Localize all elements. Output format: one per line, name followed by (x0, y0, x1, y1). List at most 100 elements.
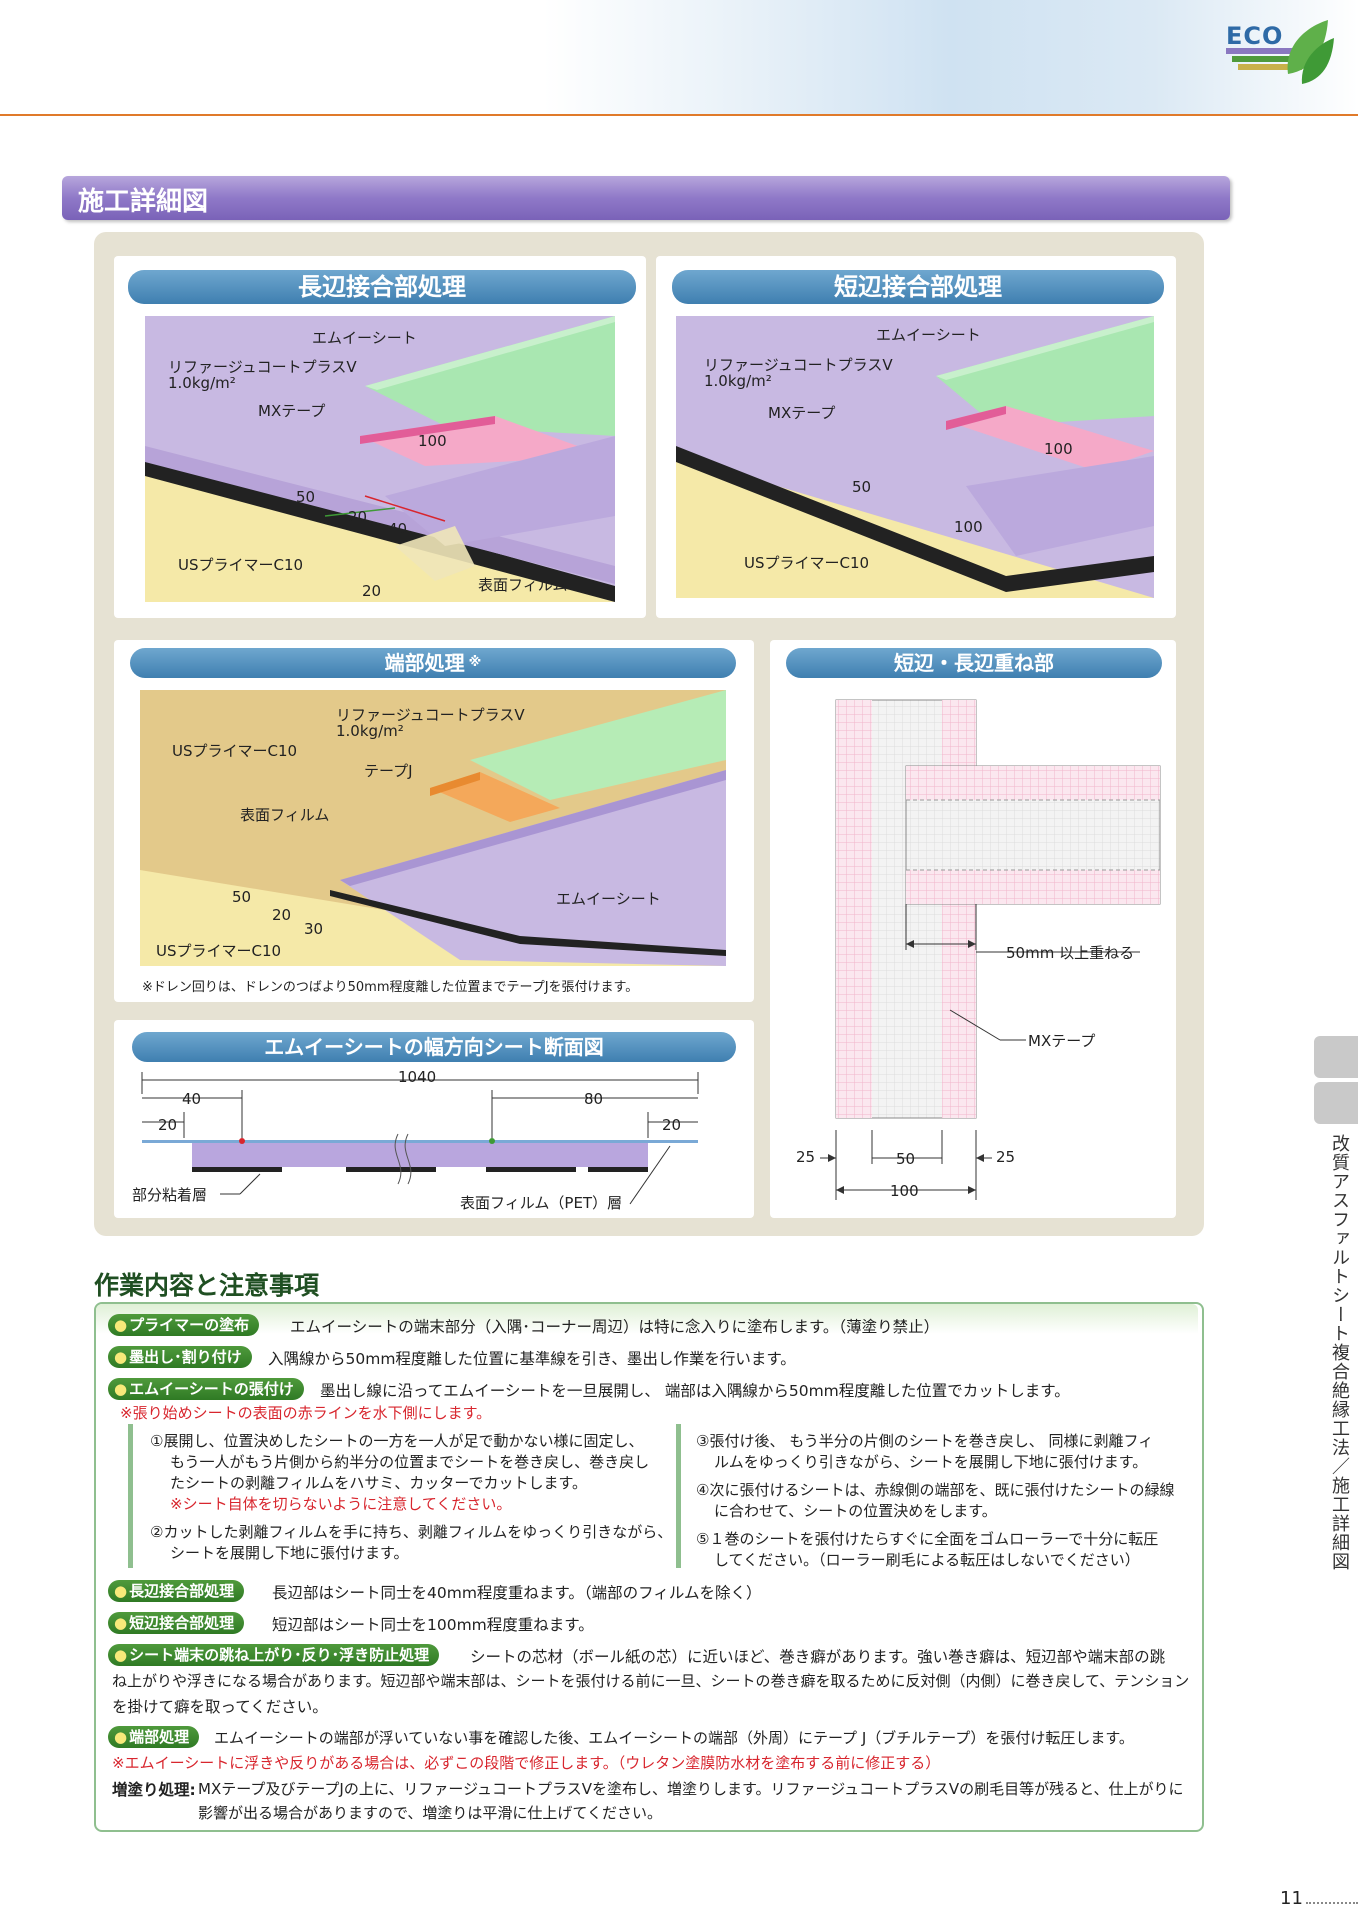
step-left-5: ②カットした剥離フィルムを手に持ち、剥離フィルムをゆっくり引きながら、 (150, 1523, 673, 1541)
short-side-diagram (676, 316, 1154, 598)
dim-30: 30 (304, 920, 324, 938)
step-left-3: たシートの剥離フィルムをハサミ、カッターでカットします。 (170, 1474, 588, 1492)
label-primer-top: USプライマーC10 (172, 742, 298, 760)
eco-logo-icon (1226, 20, 1334, 84)
tag-long: 長辺接合部処理 (108, 1580, 245, 1602)
dim-20: 20 (272, 906, 292, 924)
tag-curl: シート端末の跳ね上がり･反り･浮き防止処理 (108, 1644, 440, 1666)
dim-100-lower: 100 (954, 518, 983, 536)
label-surface-film: 表面フィルム (240, 806, 330, 824)
dim-50: 50 (896, 1150, 916, 1168)
dim-50: 50 (296, 488, 316, 506)
text-curl-1: シートの芯材（ボール紙の芯）に近いほど、巻き癖があります。強い巻き癖は、短辺部や… (470, 1648, 1166, 1666)
notes-band (96, 1304, 1198, 1334)
text-curl-2: ね上がりや浮きになる場合があります。短辺部や端末部は、シートを張付ける前に一旦、… (112, 1672, 1190, 1690)
dim-20: 20 (348, 508, 368, 526)
step-left-1: ①展開し、位置決めしたシートの一方を一人が足で動かない様に固定し、 (150, 1432, 644, 1450)
panel-title-edge: 端部処理※ (130, 648, 736, 678)
cross-section-diagram (141, 1072, 699, 1205)
text-thick-2: 影響が出る場合がありますので、増塗りは平滑に仕上げてください。 (198, 1804, 662, 1822)
tag-short: 短辺接合部処理 (108, 1612, 245, 1634)
step-right-1: ③張付け後、 もう半分の片側のシートを巻き戻し、 同様に剥離フィ (696, 1432, 1154, 1450)
text-primer: エムイーシートの端末部分（入隅･コーナー周辺）は特に念入りに塗布します。（薄塗り… (290, 1318, 940, 1336)
notes-heading: 作業内容と注意事項 (94, 1271, 320, 1300)
label-mx-tape: MXテープ (1028, 1032, 1096, 1050)
dim-20-bottom: 20 (362, 582, 382, 600)
label-surface-film: 表面フィルム (478, 576, 568, 594)
section-title: 施工詳細図 (78, 187, 209, 217)
dim-100: 100 (890, 1182, 919, 1200)
label-mx-tape: MXテープ (768, 404, 836, 422)
step-right-3: ④次に張付けるシートは、赤線側の端部を、既に張付けたシートの緑線 (696, 1481, 1175, 1499)
page-number: 11 (1280, 1888, 1303, 1909)
label-pet-layer: 表面フィルム（PET）層 (460, 1194, 623, 1212)
dim-100: 100 (1044, 440, 1073, 458)
edge-note-mark: ※ (468, 655, 482, 670)
label-sheet: エムイーシート (556, 890, 661, 908)
step-right-5: ⑤１巻のシートを張付けたらすぐに全面をゴムローラーで十分に転圧 (696, 1530, 1159, 1548)
label-coat-rate: 1.0kg/m² (704, 372, 772, 390)
dim-1040: 1040 (398, 1068, 437, 1086)
tag-marking: 墨出し･割り付け (108, 1346, 252, 1368)
overlap-diagram (820, 699, 1161, 1200)
step-right-4: に合わせて、シートの位置決めをします。 (714, 1502, 997, 1520)
label-sheet: エムイーシート (312, 329, 417, 347)
label-primer: USプライマーC10 (178, 556, 304, 574)
label-coat: リファージュコートプラスV (336, 706, 525, 724)
edge-note: ※ドレン回りは、ドレンのつばより50mm程度離した位置までテープJを張付けます。 (142, 980, 639, 995)
dim-50: 50 (232, 888, 252, 906)
label-coat-rate: 1.0kg/m² (168, 374, 236, 392)
dim-40: 40 (182, 1090, 202, 1108)
dim-100: 100 (418, 432, 447, 450)
step-right-2: ルムをゆっくり引きながら、シートを展開し下地に張付けます。 (714, 1453, 1148, 1471)
panel-title-cross-section: エムイーシートの幅方向シート断面図 (132, 1032, 736, 1062)
steps-right-bar (676, 1424, 681, 1568)
page-dots (1306, 1902, 1358, 1904)
text-laying: 墨出し線に沿ってエムイーシートを一旦展開し、 端部は入隅線から50mm程度離した… (320, 1382, 1070, 1400)
panel-title-short-side: 短辺接合部処理 (672, 270, 1164, 304)
text-edge: エムイーシートの端部が浮いていない事を確認した後、エムイーシートの端部（外周）に… (214, 1729, 1134, 1747)
label-coat: リファージュコートプラスV (704, 356, 893, 374)
steps-left-bar (128, 1424, 133, 1568)
text-laying-red: ※張り始めシートの表面の赤ラインを水下側にします。 (120, 1404, 492, 1422)
step-left-6: シートを展開し下地に張付けます。 (170, 1544, 409, 1562)
step-left-2: もう一人がもう片側から約半分の位置までシートを巻き戻し、巻き戻し (170, 1453, 650, 1471)
panel-title-overlap: 短辺・長辺重ね部 (786, 648, 1162, 678)
dim-20-right: 20 (662, 1116, 682, 1134)
text-thick-1: MXテープ及びテープJの上に、リファージュコートプラスVを塗布し、増塗りします。… (198, 1780, 1184, 1798)
header-rule (0, 114, 1358, 116)
text-edge-red: ※エムイーシートに浮きや反りがある場合は、必ずこの段階で修正します。（ウレタン塗… (112, 1754, 941, 1772)
step-left-4: ※シート自体を切らないように注意してください。 (170, 1495, 512, 1513)
label-mx-tape: MXテープ (258, 402, 326, 420)
text-long: 長辺部はシート同士を40mm程度重ねます。（端部のフィルムを除く） (272, 1584, 762, 1602)
side-tab[interactable] (1314, 1082, 1358, 1124)
label-adhesive-layer: 部分粘着層 (132, 1186, 208, 1204)
section-title-bar (62, 176, 1230, 220)
tag-laying: エムイーシートの張付け (108, 1378, 304, 1400)
tag-edge: 端部処理 (108, 1726, 200, 1748)
long-side-diagram (145, 316, 615, 602)
dim-80: 80 (584, 1090, 604, 1108)
text-short: 短辺部はシート同士を100mm程度重ねます。 (272, 1616, 594, 1634)
label-thick-coat: 増塗り処理: (112, 1781, 196, 1799)
dim-25-left: 25 (796, 1148, 816, 1166)
text-marking: 入隅線から50mm程度離した位置に基準線を引き、墨出し作業を行います。 (268, 1350, 796, 1368)
dim-50: 50 (852, 478, 872, 496)
tag-primer: プライマーの塗布 (108, 1314, 260, 1336)
label-tape-j: テープJ (364, 762, 413, 780)
edge-diagram (140, 690, 726, 966)
label-primer: USプライマーC10 (744, 554, 870, 572)
panel-title-edge-text: 端部処理 (384, 651, 465, 675)
eco-label: ECO (1226, 22, 1284, 50)
label-primer-bottom: USプライマーC10 (156, 942, 282, 960)
header-background (0, 0, 1358, 115)
label-sheet: エムイーシート (876, 326, 981, 344)
panel-title-long-side: 長辺接合部処理 (128, 270, 636, 304)
label-coat: リファージュコートプラスV (168, 358, 357, 376)
label-coat-rate: 1.0kg/m² (336, 722, 404, 740)
dim-40: 40 (388, 520, 408, 538)
text-curl-3: を掛けて癖を取ってください。 (112, 1698, 328, 1716)
dim-25-right: 25 (996, 1148, 1016, 1166)
side-vertical-title: 改質アスファルトシート複合絶縁工法／施工詳細図 (1329, 1134, 1350, 1571)
side-tab[interactable] (1314, 1036, 1358, 1078)
